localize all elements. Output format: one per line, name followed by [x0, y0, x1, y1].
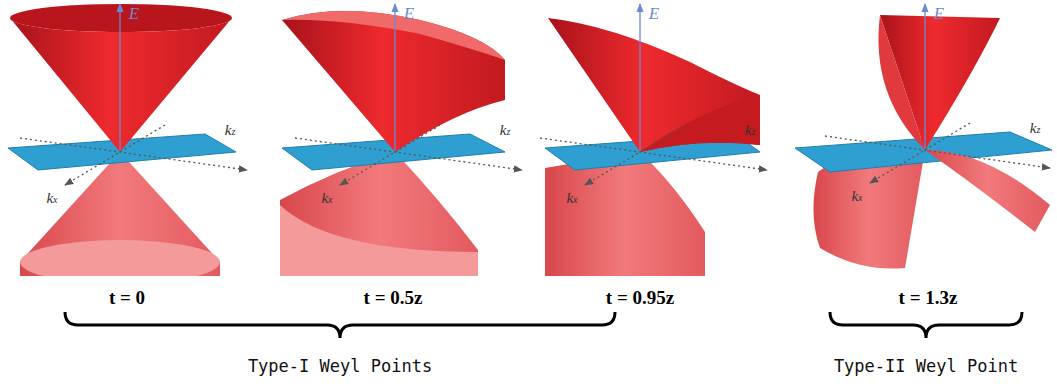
kx-axis — [870, 123, 970, 183]
group-label: Type-II Weyl Point — [834, 357, 1018, 376]
axis-label: kx — [321, 190, 332, 207]
axis-label: kx — [851, 188, 862, 205]
kz-axis — [295, 138, 522, 170]
lower-cone-rim — [20, 240, 220, 276]
energy-axis — [394, 4, 395, 152]
lower-cone — [545, 152, 705, 276]
parameter-label: t = 0.5z — [364, 288, 423, 309]
group-brace — [65, 312, 615, 338]
upper-cone — [548, 18, 760, 152]
parameter-label: t = 1.3z — [899, 288, 958, 309]
axis-label: kz — [1030, 120, 1041, 137]
axis-label: E — [649, 5, 659, 24]
upper-cone — [282, 11, 505, 152]
axis-label: kz — [745, 122, 756, 139]
group-brace — [830, 312, 1022, 338]
axis-label: E — [129, 5, 139, 24]
energy-axis — [639, 4, 640, 152]
upper-cone-shade — [878, 15, 925, 150]
kz-axis — [20, 138, 247, 170]
upper-cone-rim — [10, 4, 232, 32]
lower-cone-rim — [280, 205, 478, 276]
axis-label: kx — [566, 190, 577, 207]
axis-label: kz — [225, 122, 236, 139]
kz-axis — [825, 136, 1050, 168]
kx-axis — [585, 125, 685, 185]
kz-axis — [540, 138, 767, 170]
axis-label: kz — [500, 122, 511, 139]
axis-label: E — [404, 5, 414, 24]
lower-cone — [280, 152, 478, 276]
parameter-label: t = 0.95z — [606, 288, 674, 309]
upper-cone-rim — [282, 11, 505, 60]
parameter-label: t = 0 — [109, 288, 145, 309]
upper-cone — [10, 18, 232, 152]
group-label: Type-I Weyl Points — [248, 357, 432, 376]
kx-axis — [340, 125, 440, 185]
axis-label: kx — [46, 190, 57, 207]
energy-axis — [119, 4, 120, 152]
axis-label: E — [934, 5, 944, 24]
upper-cone-shade — [640, 95, 760, 152]
kx-axis — [65, 125, 165, 185]
energy-axis — [924, 4, 925, 150]
upper-cone-flap — [925, 150, 1050, 232]
